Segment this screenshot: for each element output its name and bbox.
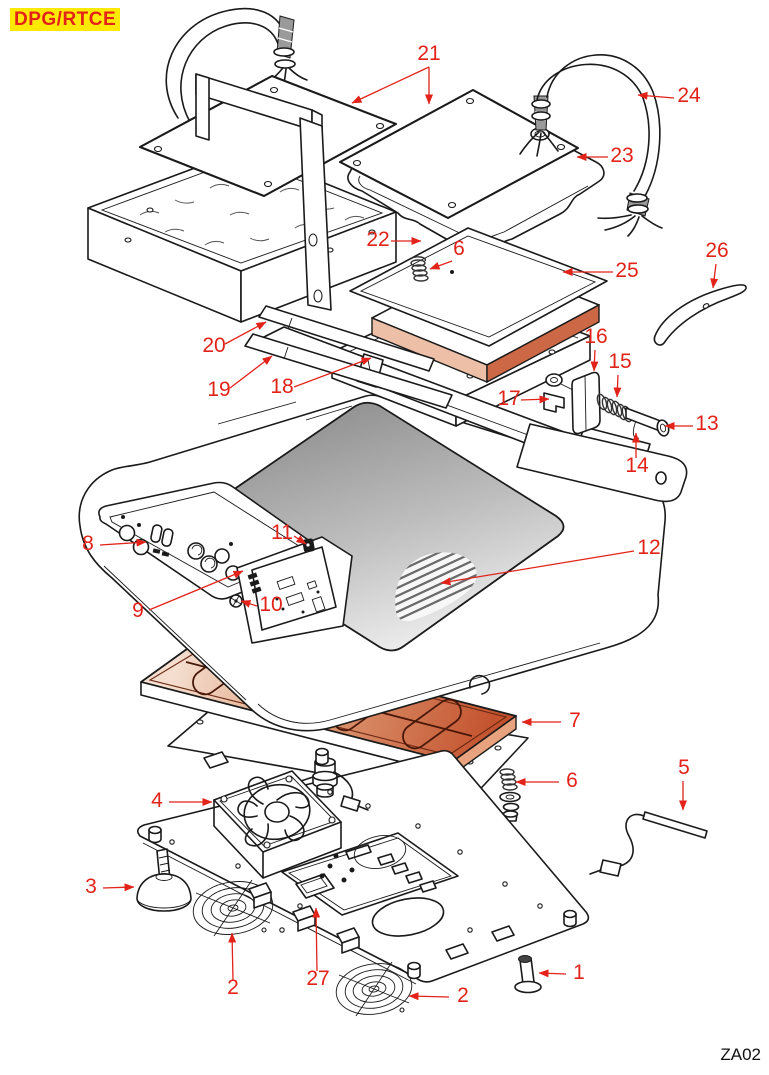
callout-number-10: 10 xyxy=(259,593,282,616)
side-strip-upper xyxy=(258,305,435,372)
panel-button[interactable] xyxy=(118,524,136,542)
callout-leader-15 xyxy=(613,374,622,398)
panel-screw xyxy=(229,594,243,608)
callout-leader-19 xyxy=(229,355,273,389)
spring-washer-stack xyxy=(499,768,521,822)
callout-number-2: 2 xyxy=(227,976,239,999)
handle-frame xyxy=(195,73,332,311)
callout-leader-21 xyxy=(351,66,430,104)
callout-number-19: 19 xyxy=(207,378,230,401)
callout-leader-1 xyxy=(538,969,567,978)
cooling-fan xyxy=(213,770,342,879)
callout-leader-27 xyxy=(312,907,321,972)
callout-leader-17 xyxy=(520,395,550,404)
callout-leader-6 xyxy=(429,260,453,270)
latch-pin xyxy=(625,407,662,432)
panel-display-digit xyxy=(161,528,174,547)
press-arm-assembly xyxy=(244,305,688,503)
corner-standoffs xyxy=(148,747,577,980)
upper-cable-conduit-right xyxy=(536,54,663,237)
callout-number-26: 26 xyxy=(705,239,728,262)
latch-spring xyxy=(596,393,633,423)
callout-number-14: 14 xyxy=(625,454,649,477)
callout-number-7: 7 xyxy=(569,709,581,732)
latch-pin-assembly xyxy=(543,371,670,440)
callout-number-22: 22 xyxy=(366,228,389,251)
callout-leader-18 xyxy=(293,357,372,388)
callout-number-4: 4 xyxy=(151,789,163,812)
callout-leader-12 xyxy=(440,550,635,586)
callout-leader-26 xyxy=(710,263,719,289)
panel-knob[interactable] xyxy=(200,555,218,573)
callout-leader-16 xyxy=(590,349,599,372)
callout-leader-2 xyxy=(228,932,237,981)
rivet-screw xyxy=(514,955,542,994)
model-code-badge: DPG/RTCE xyxy=(10,8,121,31)
side-cover-blade xyxy=(653,284,747,346)
callout-leader-24 xyxy=(637,91,675,100)
washer xyxy=(545,373,563,387)
base-edge-tabs xyxy=(248,882,515,960)
insulation-board xyxy=(349,227,608,347)
sheet-code: ZA02 xyxy=(720,1045,761,1064)
panel-knob[interactable] xyxy=(187,542,205,560)
callout-leader-9 xyxy=(148,570,244,611)
callout-number-11: 11 xyxy=(271,521,293,544)
latch-bracket xyxy=(543,392,565,413)
glass-top-panel xyxy=(191,401,565,652)
callout-number-17: 17 xyxy=(497,387,520,410)
callout-number-16: 16 xyxy=(584,325,607,348)
base-cutout-hole xyxy=(353,835,407,869)
callout-leader-10 xyxy=(240,600,258,608)
power-pcb xyxy=(281,832,459,916)
callout-leader-11 xyxy=(293,535,307,545)
glass-hatch-area xyxy=(395,552,477,622)
callout-number-25: 25 xyxy=(615,259,638,282)
callout-leader-20 xyxy=(224,321,267,345)
base-plate xyxy=(136,747,590,1017)
callout-number-20: 20 xyxy=(202,334,225,357)
callout-leader-8 xyxy=(99,538,147,547)
callout-number-24: 24 xyxy=(677,84,701,107)
callout-number-27: 27 xyxy=(306,967,329,990)
callout-number-3: 3 xyxy=(85,875,97,898)
callout-number-12: 12 xyxy=(637,536,660,559)
callout-number-23: 23 xyxy=(610,144,633,167)
adjustable-foot xyxy=(136,848,192,912)
callout-number-5: 5 xyxy=(678,756,690,779)
temperature-probe xyxy=(589,811,708,877)
callout-number-6: 6 xyxy=(453,237,465,260)
callout-number-6: 6 xyxy=(566,769,578,792)
vent-grille-right xyxy=(335,961,413,1017)
callout-number-15: 15 xyxy=(608,350,631,373)
side-strip-lower xyxy=(244,333,453,409)
callout-number-2: 2 xyxy=(457,984,469,1007)
base-screw-holes xyxy=(169,789,543,935)
panel-display-digit xyxy=(150,524,163,543)
callout-leader-3 xyxy=(102,883,135,892)
display-pcb-assembly xyxy=(229,536,353,644)
callout-number-13: 13 xyxy=(695,412,718,435)
callout-number-21: 21 xyxy=(417,42,440,65)
latch-block xyxy=(571,371,601,435)
callout-leader-2 xyxy=(408,992,450,1001)
panel-button[interactable] xyxy=(214,548,230,564)
upper-cover-plate-right xyxy=(338,88,580,220)
spring-screw xyxy=(410,256,429,282)
callout-number-1: 1 xyxy=(573,961,585,984)
callout-number-8: 8 xyxy=(82,532,94,555)
callout-number-18: 18 xyxy=(270,375,293,398)
callout-number-9: 9 xyxy=(132,599,144,622)
base-cutout-hole xyxy=(371,897,445,937)
